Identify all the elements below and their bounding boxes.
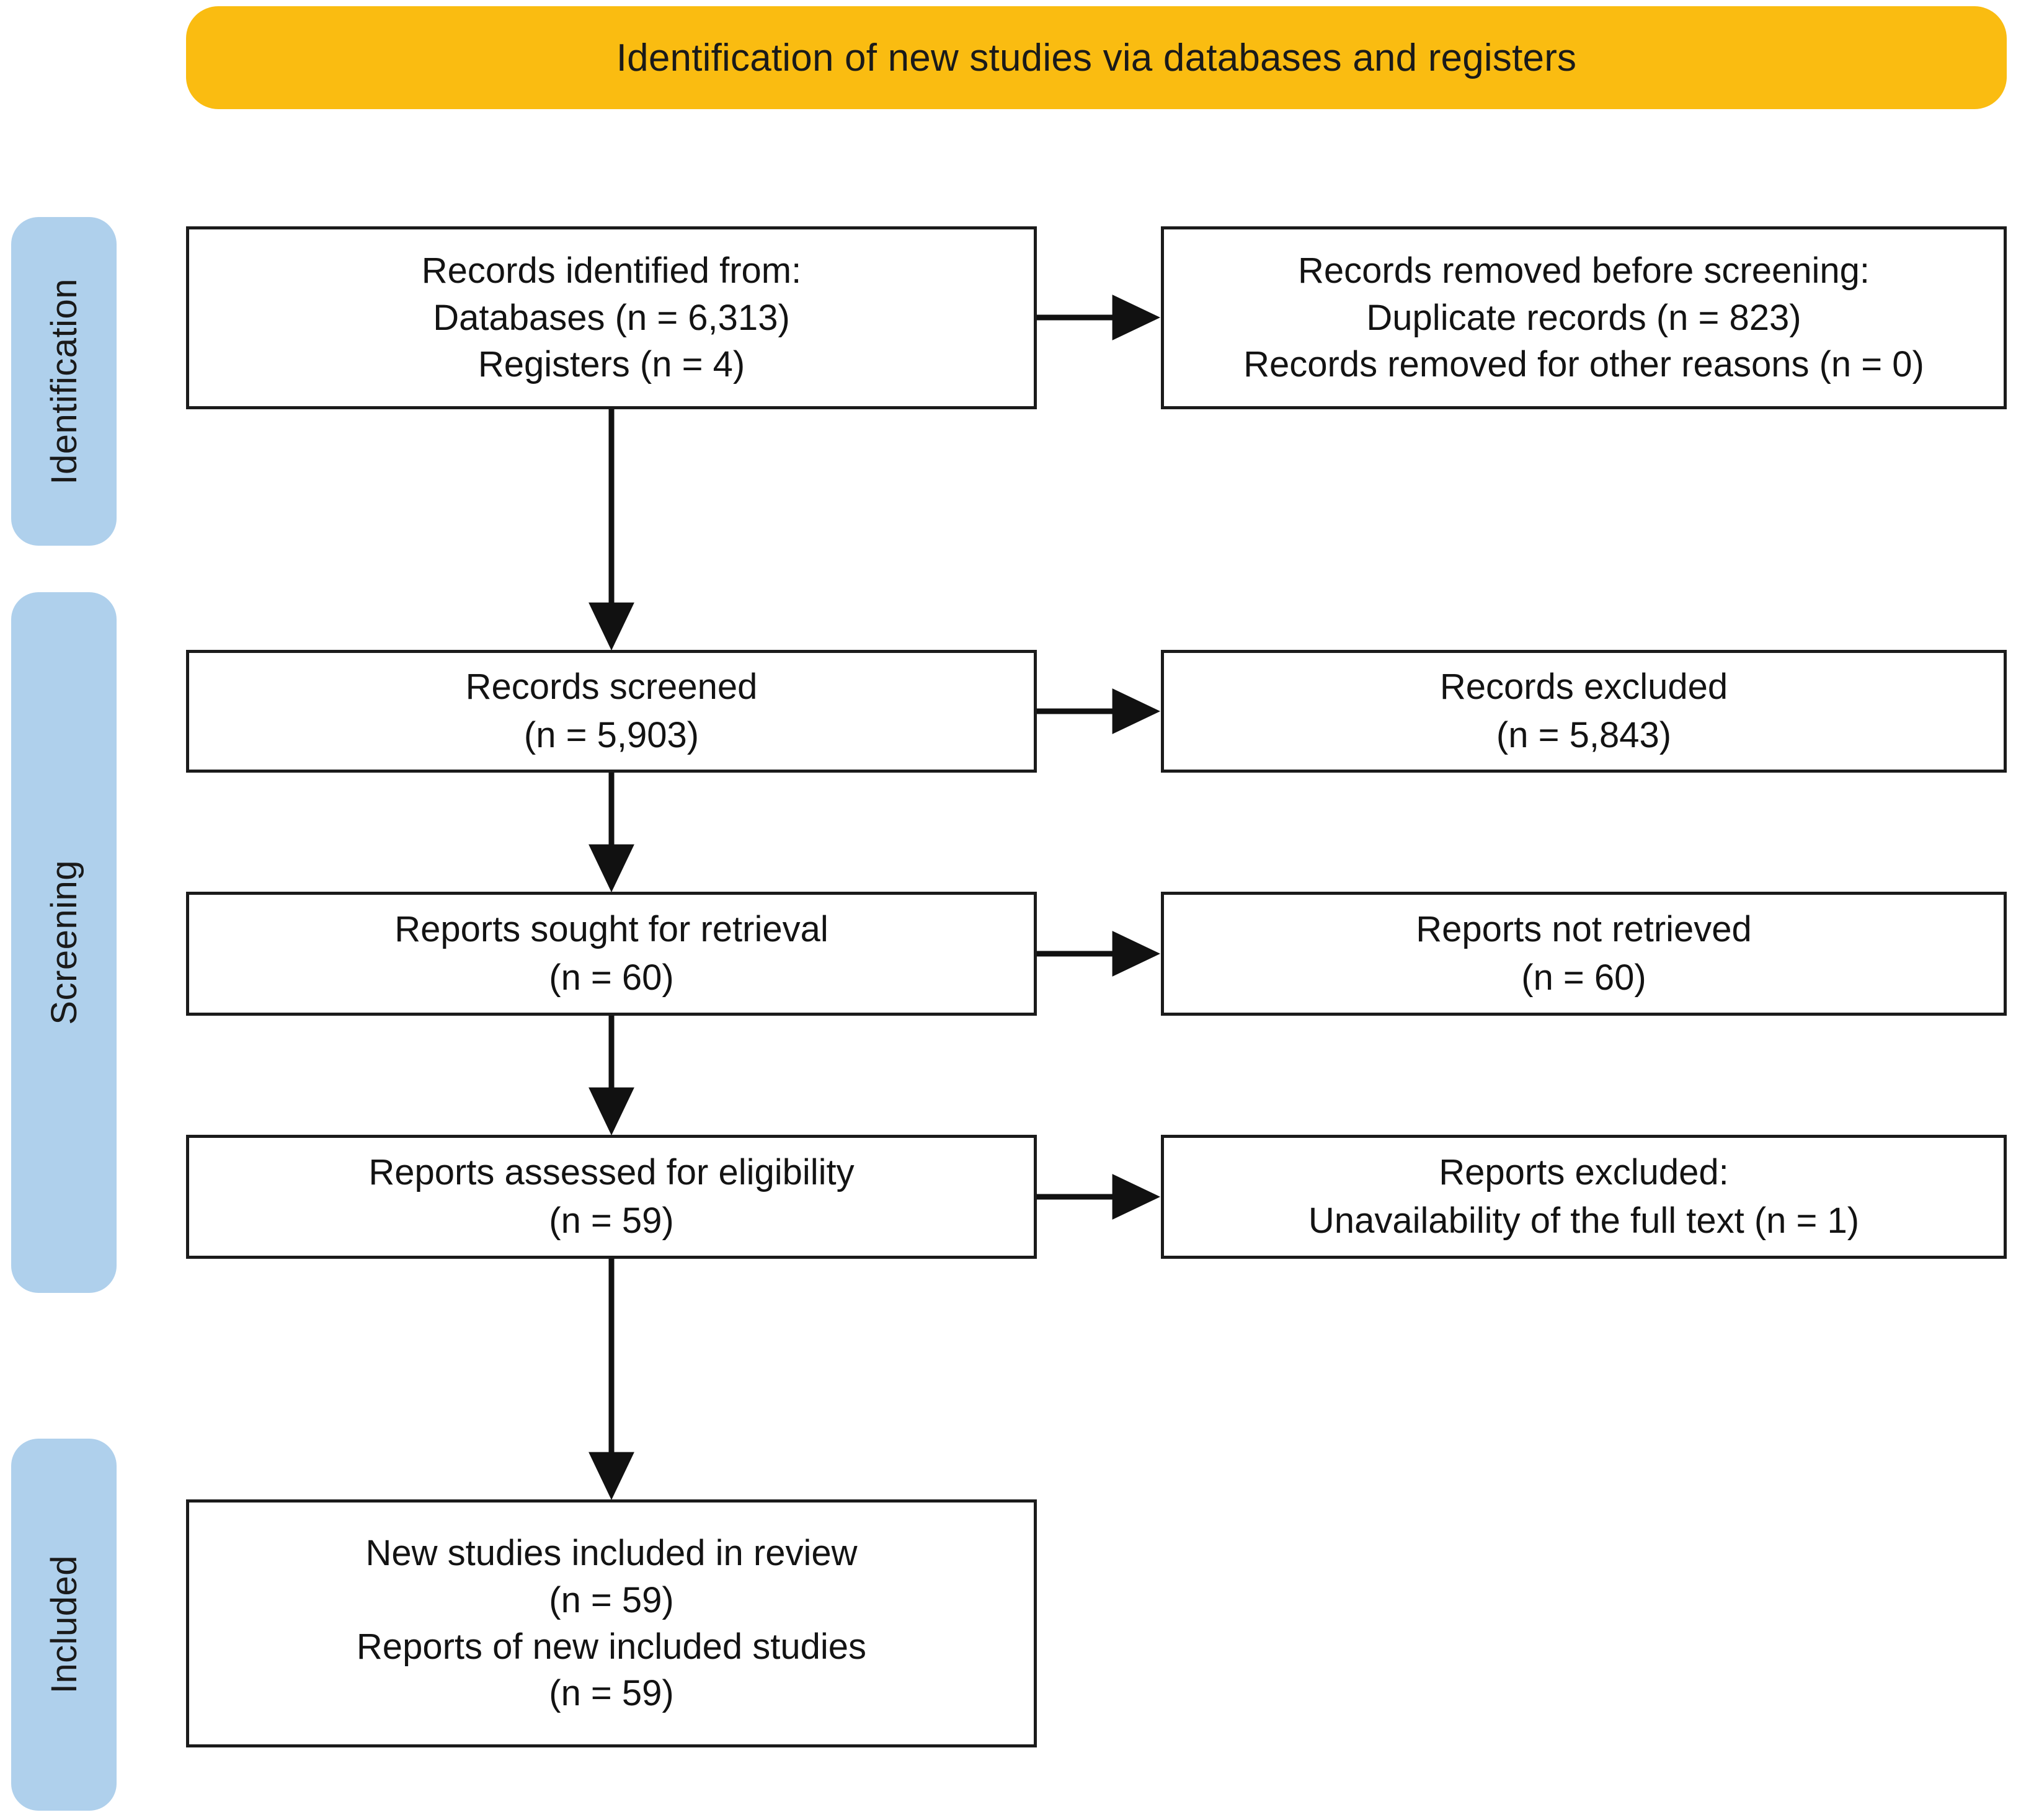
stage-pill-included: Included	[11, 1439, 117, 1811]
diagram-title: Identification of new studies via databa…	[616, 36, 1577, 79]
box-line: Records excluded	[1439, 667, 1728, 708]
box-line: Records screened	[465, 667, 758, 708]
box-records-identified: Records identified from: Databases (n = …	[186, 226, 1037, 409]
box-line: (n = 60)	[549, 957, 674, 998]
box-new-studies-included: New studies included in review (n = 59) …	[186, 1499, 1037, 1747]
box-line: Duplicate records (n = 823)	[1366, 297, 1801, 338]
box-line: Records removed before screening:	[1297, 251, 1870, 291]
box-line: (n = 59)	[549, 1579, 674, 1620]
box-reports-not-retrieved: Reports not retrieved (n = 60)	[1161, 892, 2007, 1016]
box-line: Reports not retrieved	[1416, 909, 1752, 950]
box-line: (n = 60)	[1521, 957, 1646, 998]
box-line: (n = 59)	[549, 1201, 674, 1241]
stage-pill-screening: Screening	[11, 592, 117, 1293]
stage-label-included: Included	[43, 1555, 84, 1694]
box-records-excluded: Records excluded (n = 5,843)	[1161, 650, 2007, 773]
box-line: Databases (n = 6,313)	[433, 297, 790, 338]
box-line: Reports assessed for eligibility	[368, 1152, 855, 1193]
box-line: Unavailability of the full text (n = 1)	[1308, 1201, 1860, 1241]
box-reports-excluded: Reports excluded: Unavailability of the …	[1161, 1135, 2007, 1259]
box-reports-sought-for-retrieval: Reports sought for retrieval (n = 60)	[186, 892, 1037, 1016]
diagram-header-banner: Identification of new studies via databa…	[186, 6, 2007, 109]
box-reports-assessed-for-eligibility: Reports assessed for eligibility (n = 59…	[186, 1135, 1037, 1259]
box-line: (n = 59)	[549, 1673, 674, 1714]
box-line: Reports of new included studies	[356, 1627, 867, 1667]
box-records-removed-before-screening: Records removed before screening: Duplic…	[1161, 226, 2007, 409]
stage-pill-identification: Identification	[11, 217, 117, 546]
box-line: Records removed for other reasons (n = 0…	[1243, 344, 1924, 385]
box-line: Registers (n = 4)	[477, 344, 745, 385]
box-line: Records identified from:	[421, 251, 802, 291]
box-line: (n = 5,843)	[1496, 715, 1672, 755]
stage-label-identification: Identification	[43, 278, 84, 485]
box-line: New studies included in review	[365, 1533, 858, 1574]
box-line: Reports sought for retrieval	[394, 909, 828, 950]
box-records-screened: Records screened (n = 5,903)	[186, 650, 1037, 773]
stage-label-screening: Screening	[43, 860, 84, 1025]
box-line: Reports excluded:	[1439, 1152, 1729, 1193]
box-line: (n = 5,903)	[523, 715, 700, 755]
